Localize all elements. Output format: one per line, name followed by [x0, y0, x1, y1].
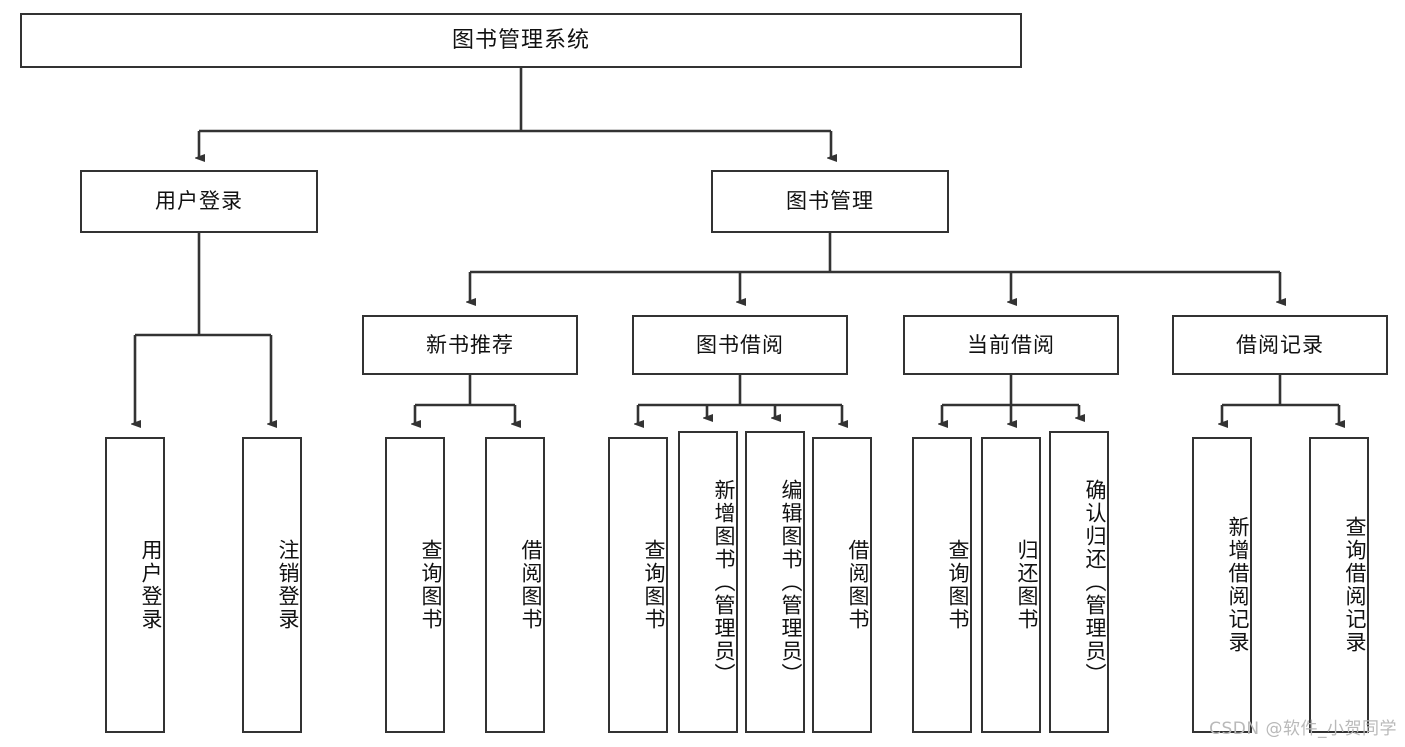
node-root-label: 图书管理系统 — [451, 27, 590, 53]
leaf-query-book-1[interactable]: 查询图书 — [385, 437, 445, 733]
node-book-borrow-label: 图书借阅 — [696, 332, 784, 357]
leaf-borrow-book-2-label: 借阅图书 — [846, 539, 870, 631]
leaf-user-login[interactable]: 用户登录 — [105, 437, 165, 733]
leaf-logout-login[interactable]: 注销登录 — [242, 437, 302, 733]
leaf-return-book-label: 归还图书 — [1015, 539, 1039, 631]
leaf-user-login-label: 用户登录 — [139, 539, 163, 631]
leaf-add-record-label: 新增借阅记录 — [1226, 516, 1250, 654]
leaf-query-record-label: 查询借阅记录 — [1343, 516, 1367, 654]
leaf-add-book-label: 新增图书（管理员） — [712, 478, 736, 686]
leaf-borrow-book-2[interactable]: 借阅图书 — [812, 437, 872, 733]
node-root[interactable]: 图书管理系统 — [20, 13, 1022, 68]
leaf-add-book[interactable]: 新增图书（管理员） — [678, 431, 738, 733]
node-current-borrow-label: 当前借阅 — [967, 332, 1055, 357]
node-user-login-label: 用户登录 — [155, 189, 243, 214]
leaf-query-book-2-label: 查询图书 — [642, 539, 666, 631]
node-new-book-recommend-label: 新书推荐 — [426, 332, 514, 357]
leaf-confirm-return-label: 确认归还（管理员） — [1083, 478, 1107, 686]
leaf-edit-book[interactable]: 编辑图书（管理员） — [745, 431, 805, 733]
leaf-query-book-3[interactable]: 查询图书 — [912, 437, 972, 733]
node-book-manage-label: 图书管理 — [786, 189, 874, 214]
node-borrow-record-label: 借阅记录 — [1236, 332, 1324, 357]
leaf-add-record[interactable]: 新增借阅记录 — [1192, 437, 1252, 733]
leaf-query-book-1-label: 查询图书 — [419, 539, 443, 631]
csdn-watermark: CSDN @软件_小贺同学 — [1209, 719, 1397, 739]
node-book-manage[interactable]: 图书管理 — [711, 170, 949, 233]
leaf-logout-login-label: 注销登录 — [276, 539, 300, 631]
leaf-query-record[interactable]: 查询借阅记录 — [1309, 437, 1369, 733]
node-new-book-recommend[interactable]: 新书推荐 — [362, 315, 578, 375]
node-borrow-record[interactable]: 借阅记录 — [1172, 315, 1388, 375]
leaf-query-book-2[interactable]: 查询图书 — [608, 437, 668, 733]
leaf-query-book-3-label: 查询图书 — [946, 539, 970, 631]
leaf-return-book[interactable]: 归还图书 — [981, 437, 1041, 733]
leaf-edit-book-label: 编辑图书（管理员） — [779, 478, 803, 686]
leaf-borrow-book-1[interactable]: 借阅图书 — [485, 437, 545, 733]
node-current-borrow[interactable]: 当前借阅 — [903, 315, 1119, 375]
node-book-borrow[interactable]: 图书借阅 — [632, 315, 848, 375]
node-user-login[interactable]: 用户登录 — [80, 170, 318, 233]
leaf-confirm-return[interactable]: 确认归还（管理员） — [1049, 431, 1109, 733]
leaf-borrow-book-1-label: 借阅图书 — [519, 539, 543, 631]
